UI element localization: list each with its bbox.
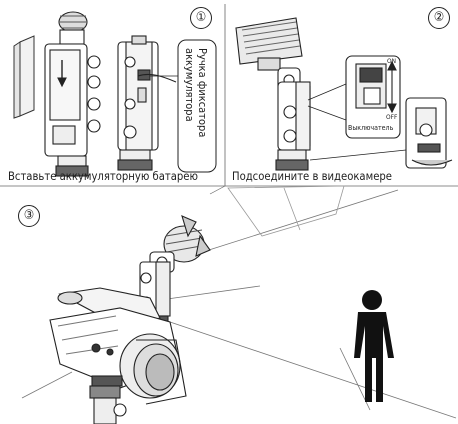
scene-person: [354, 290, 394, 402]
step-2-caption: Подсоедините в видеокамере: [232, 170, 392, 183]
step-3-number: ③: [18, 205, 40, 227]
step-1-caption: Вставьте аккумуляторную батарею: [8, 170, 198, 183]
step-2-number: ②: [428, 7, 450, 29]
callout-line-1: Ручка фиксатора: [196, 48, 209, 138]
callout-battery-latch: Ручка фиксатора аккумулятора: [183, 48, 209, 168]
scene-video-light: [139, 215, 211, 325]
battery-pack-illustration: [13, 35, 35, 119]
switch-off-label: OFF: [386, 113, 398, 121]
callout-line-2: аккумулятора: [183, 48, 196, 122]
switch-on-label: ON: [387, 57, 396, 65]
step-1-number: ①: [190, 7, 212, 29]
video-light-front-illustration: [44, 11, 101, 177]
switch-label: Выключатель: [348, 124, 394, 132]
scene-camcorder: [49, 287, 187, 405]
video-light-side-illustration: [117, 35, 177, 171]
scene-tripod: [89, 385, 127, 424]
